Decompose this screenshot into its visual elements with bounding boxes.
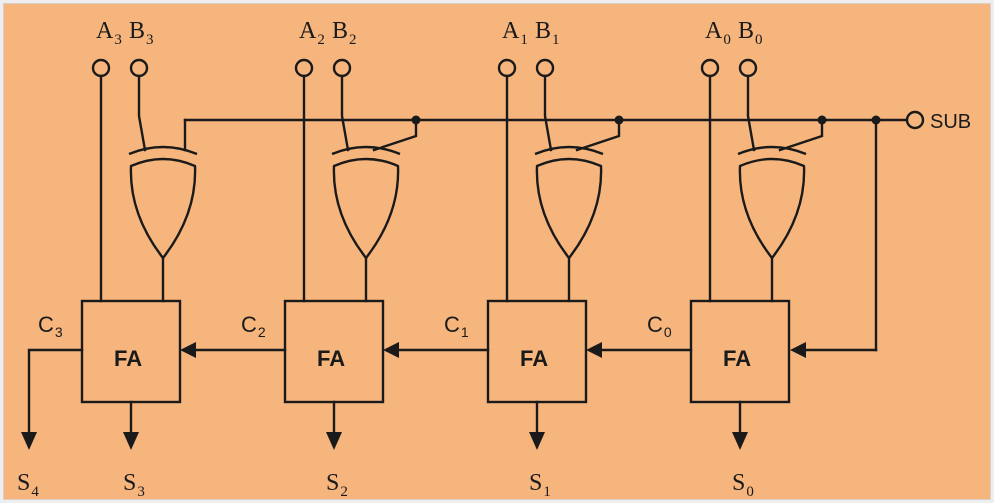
input-a-label-stage-1-subscript: 2	[317, 32, 325, 48]
sum-output-label-stage-2-text: S	[529, 470, 542, 496]
input-b-label-stage-2-text: B	[535, 18, 551, 44]
sum-output-label-stage-2-subscript: 1	[543, 484, 551, 499]
input-b-label-stage-1-subscript: 2	[349, 32, 357, 48]
b-wire-stage-2	[543, 74, 553, 152]
sum-output-label-stage-1-text: S	[326, 470, 339, 496]
input-a-terminal-stage-0	[91, 58, 111, 78]
sub-label: SUB	[930, 111, 971, 133]
carry-arrow-into-stage-1	[383, 342, 399, 358]
input-a-label-stage-3-subscript: 0	[723, 32, 731, 48]
input-b-label-stage-3-subscript: 0	[755, 32, 763, 48]
final-carry-out-wire	[27, 348, 84, 436]
input-b-label-stage-0-text: B	[129, 18, 145, 44]
full-adder-label-stage-1: FA	[317, 346, 345, 371]
sum-output-label-stage-1-subscript: 2	[340, 484, 348, 499]
input-a-terminal-stage-1	[294, 58, 314, 78]
input-b-label-stage-3-text: B	[738, 18, 754, 44]
input-b-label-stage-2-subscript: 1	[552, 32, 560, 48]
b-wire-stage-3	[746, 74, 756, 152]
input-a-label-stage-1-text: A	[299, 18, 317, 44]
input-b-label-stage-0-subscript: 3	[146, 32, 154, 48]
final-sum-output-label-subscript: 4	[31, 484, 39, 499]
carry-arrow-into-stage-0	[180, 342, 196, 358]
xor-gate-back-curve-stage-2	[534, 145, 604, 156]
input-b-terminal-stage-3	[738, 58, 758, 78]
carry-arrow-into-stage-2	[586, 342, 602, 358]
input-a-label-stage-2-text: A	[502, 18, 520, 44]
sum-output-label-stage-3-subscript: 0	[746, 484, 754, 499]
sub-junction-dot-stage-3	[817, 115, 827, 125]
full-adder-label-stage-3: FA	[723, 346, 751, 371]
sum-output-label-stage-0-text: S	[123, 470, 136, 496]
sub-junction-dot-stage-1	[411, 115, 421, 125]
b-wire-stage-1	[340, 74, 350, 152]
carry-out-label-stage-1-subscript: 2	[258, 324, 266, 340]
sum-output-label-stage-3-text: S	[732, 470, 745, 496]
xor-gate-back-curve-stage-3	[737, 145, 807, 156]
carry-out-label-stage-3-text: C	[647, 312, 663, 337]
sum-output-label-stage-0-subscript: 3	[137, 484, 145, 499]
xor-gate-body-stage-2	[535, 157, 603, 260]
b-wire-stage-0	[137, 74, 147, 152]
sub-junction-dot	[871, 115, 881, 125]
input-a-label-stage-0-text: A	[96, 18, 114, 44]
input-a-label-stage-0-subscript: 3	[114, 32, 122, 48]
sum-output-arrow-stage-2	[529, 432, 545, 450]
carry-out-label-stage-3-subscript: 0	[664, 324, 672, 340]
carry-out-label-stage-0-text: C	[38, 312, 54, 337]
xor-gate-body-stage-3	[738, 157, 806, 260]
sub-input-terminal	[905, 110, 925, 130]
sub-tap-wire-stage-1	[372, 118, 418, 152]
carry-out-label-stage-1-text: C	[241, 312, 257, 337]
input-a-terminal-stage-3	[700, 58, 720, 78]
input-a-label-stage-2-subscript: 1	[520, 32, 528, 48]
carry-out-label-stage-2-text: C	[444, 312, 460, 337]
sub-tap-wire-stage-2	[575, 118, 621, 152]
full-adder-label-stage-0: FA	[114, 346, 142, 371]
input-b-terminal-stage-2	[535, 58, 555, 78]
final-carry-out-arrow	[21, 432, 37, 450]
sum-output-arrow-stage-0	[123, 432, 139, 450]
carry-out-label-stage-2-subscript: 1	[461, 324, 469, 340]
sub-tap-wire-stage-3	[778, 118, 824, 152]
sub-junction-dot-stage-2	[614, 115, 624, 125]
xor-gate-back-curve-stage-1	[331, 145, 401, 156]
input-b-terminal-stage-1	[332, 58, 352, 78]
xor-gate-body-stage-1	[332, 157, 400, 260]
input-a-label-stage-3-text: A	[705, 18, 723, 44]
input-a-terminal-stage-2	[497, 58, 517, 78]
xor-gate-back-curve-stage-0	[128, 145, 198, 156]
sub-carry-in-arrow	[790, 342, 806, 358]
sum-output-arrow-stage-1	[326, 432, 342, 450]
sum-output-arrow-stage-3	[732, 432, 748, 450]
input-b-label-stage-1-text: B	[332, 18, 348, 44]
full-adder-label-stage-2: FA	[520, 346, 548, 371]
carry-out-label-stage-0-subscript: 3	[55, 324, 63, 340]
final-sum-output-label-text: S	[17, 470, 30, 496]
input-b-terminal-stage-0	[129, 58, 149, 78]
xor-gate-body-stage-0	[129, 157, 197, 260]
